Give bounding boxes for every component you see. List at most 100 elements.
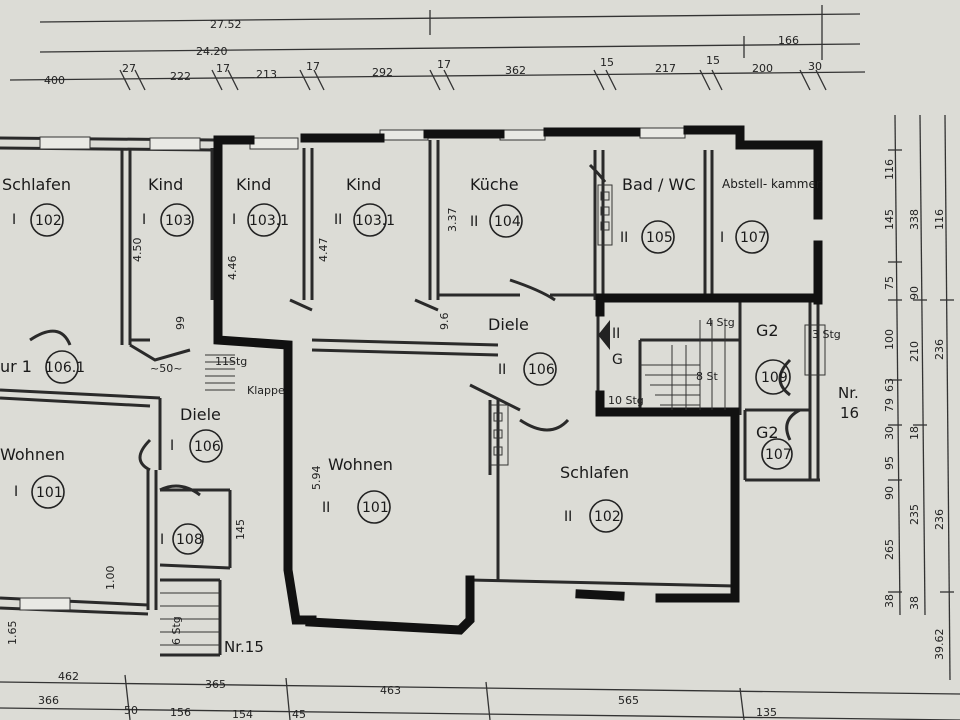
dim-right-a5: 79 [883, 398, 896, 412]
dim-bottom-3: 565 [618, 694, 639, 707]
dim-seg-11: 15 [706, 54, 720, 67]
dim-bottom-9: 135 [756, 706, 777, 719]
dim-seg-right: 166 [778, 34, 799, 47]
dim-bottom-4: 366 [38, 694, 59, 707]
room-name: Wohnen [328, 455, 393, 474]
room-name: Wohnen [0, 445, 65, 464]
room-number: 108 [176, 532, 203, 548]
dim-right-a1: 145 [883, 209, 896, 230]
dim-right-c1: 236 [933, 339, 946, 360]
room-number: 101 [36, 485, 63, 501]
room-number: 106.1 [45, 360, 85, 376]
room-number: 104 [494, 214, 521, 230]
dim-total-b: 24.20 [196, 45, 228, 58]
dim-right-a8: 90 [883, 486, 896, 500]
dim-seg-6: 292 [372, 66, 393, 79]
dim-96: 9.6 [438, 313, 451, 331]
dim-446: 4.46 [226, 256, 239, 281]
dim-bottom-2: 463 [380, 684, 401, 697]
klappe-label: Klappe [247, 384, 285, 397]
dim-99: 99 [174, 316, 187, 330]
dim-seg-9: 15 [600, 56, 614, 69]
dim-bottom-6: 156 [170, 706, 191, 719]
g-marker: G [612, 352, 623, 368]
room-name: Küche [470, 175, 519, 194]
dim-594: 5.94 [310, 466, 323, 491]
room-name: Diele [488, 315, 529, 334]
room-number: 101 [362, 500, 389, 516]
room-kind-103: Kind I 103 4.50 99 [131, 175, 194, 330]
room-kind-103-1-right: Kind II 103.1 4.47 [317, 175, 395, 262]
dim-right-a9: 265 [883, 539, 896, 560]
dim-seg-1: 27 [122, 62, 136, 75]
dim-seg-0: 400 [44, 74, 65, 87]
dim-right-a7: 95 [883, 456, 896, 470]
room-number: 107 [740, 230, 767, 246]
dim-bottom-5: 50 [124, 704, 138, 717]
house-number-16-b: 16 [840, 404, 859, 422]
room-name: Kind [148, 175, 183, 194]
room-g2-bottom: G2 107 [756, 423, 793, 470]
room-roman: I [720, 230, 724, 246]
room-name: Abstell- kammer [722, 177, 821, 191]
room-roman: II [620, 230, 628, 246]
dim-seg-3: 17 [216, 62, 230, 75]
right-dimensions: 116 145 75 100 63 79 30 95 90 265 38 338… [883, 114, 954, 681]
dim-right-a10: 38 [883, 594, 896, 608]
room-name: Schlafen [560, 463, 629, 482]
dim-11stg: 11Stg [215, 355, 247, 368]
stg-10: 10 Stg [608, 394, 644, 407]
room-roman: II [498, 362, 506, 378]
bottom-dimensions: 462 365 463 565 366 50 156 154 45 135 [0, 670, 960, 720]
room-flur: ur 1 106.1 [0, 350, 85, 384]
room-kueche: Küche II 104 3.37 [446, 175, 523, 238]
dim-100: 1.00 [104, 566, 117, 591]
room-schlafen-right: Schlafen II 102 [560, 463, 629, 533]
room-bad-wc: Bad / WC II 105 [620, 175, 696, 254]
room-number: 105 [646, 230, 673, 246]
room-kind-103-1-left: Kind I 103.1 4.46 [226, 175, 289, 280]
room-name: G2 [756, 321, 779, 340]
house-number-15: Nr.15 [224, 638, 264, 656]
room-roman: II [470, 214, 478, 230]
room-number: 109 [761, 370, 788, 386]
dim-165: 1.65 [6, 621, 19, 646]
room-108: I 108 145 6 Stg Nr.15 [160, 519, 264, 656]
staircase-11 [205, 354, 235, 391]
stg-4: 4 Stg [706, 316, 735, 329]
room-number: 102 [594, 509, 621, 525]
thick-walls [213, 125, 823, 635]
door-swings [29, 163, 801, 497]
stg-3: 3 Stg [812, 328, 841, 341]
room-schlafen-left: Schlafen I 102 [2, 175, 71, 237]
room-name: Schlafen [2, 175, 71, 194]
room-name: G2 [756, 423, 779, 442]
dim-seg-2: 222 [170, 70, 191, 83]
dim-right-a0: 116 [883, 159, 896, 180]
dim-right-b5: 38 [908, 596, 921, 610]
dim-right-a2: 75 [883, 276, 896, 290]
room-roman: II [564, 509, 572, 525]
room-number: 103.1 [249, 213, 289, 229]
staircase-main [640, 320, 726, 410]
dim-right-c4: 39.62 [933, 629, 946, 661]
dim-seg-12: 200 [752, 62, 773, 75]
room-roman: I [12, 212, 16, 228]
room-roman: I [14, 484, 18, 500]
room-g2-top: G2 109 4 Stg 3 Stg 8 St 10 Stg Nr. 16 [608, 316, 859, 422]
dim-right-b3: 18 [908, 426, 921, 440]
dim-right-a4: 63 [883, 378, 896, 392]
dim-450: 4.50 [131, 238, 144, 263]
dim-bottom-1: 365 [205, 678, 226, 691]
dim-right-c2: 236 [933, 509, 946, 530]
dim-bottom-0: 462 [58, 670, 79, 683]
room-name: Kind [236, 175, 271, 194]
room-roman: I [232, 212, 236, 228]
top-dimensions: 27.52 24.20 166 400 27 222 17 213 17 292 [9, 5, 866, 91]
dim-right-b1: 90 [908, 286, 921, 300]
dim-right-b0: 338 [908, 209, 921, 230]
thin-walls [0, 127, 820, 657]
dim-seg-4: 213 [256, 68, 277, 81]
dim-right-b2: 210 [908, 341, 921, 362]
room-roman: II [322, 500, 330, 516]
